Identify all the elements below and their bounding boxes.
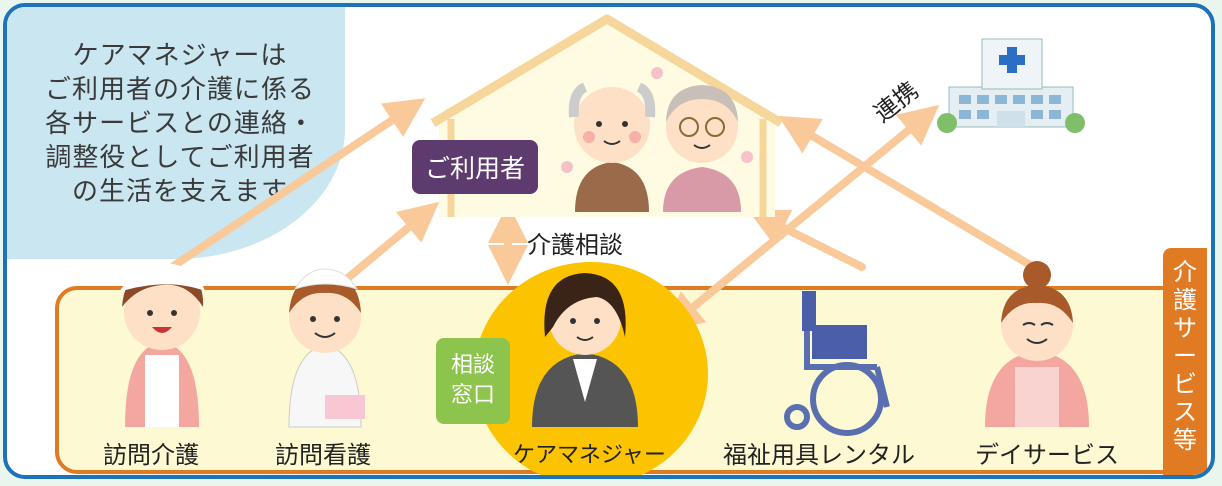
service-label-equipment-rental: 福祉用具レンタル xyxy=(723,441,915,469)
arrow-home-helper-to-user xyxy=(153,98,426,281)
day-service-staff-icon xyxy=(985,261,1089,427)
service-label-care-manager: ケアマネジャー xyxy=(513,443,666,468)
diagram-frame: ケアマネジャーは ご利用者の介護に係る 各サービスとの連絡・ 調整役としてご利用… xyxy=(3,3,1215,479)
info-bubble: ケアマネジャーは ご利用者の介護に係る 各サービスとの連絡・ 調整役としてご利用… xyxy=(7,7,345,259)
consultation-desk-tag: 相談 窓口 xyxy=(436,338,510,424)
info-bubble-text: ケアマネジャーは ご利用者の介護に係る 各サービスとの連絡・ 調整役としてご利用… xyxy=(44,41,315,207)
arrow-cooperation xyxy=(662,104,940,333)
care-manager-icon xyxy=(532,273,638,427)
wheelchair-icon xyxy=(784,291,890,436)
elderly-couple-icon xyxy=(568,82,741,212)
service-label-home-nursing: 訪問看護 xyxy=(275,441,371,469)
nurse-icon xyxy=(288,268,365,428)
arrows xyxy=(153,98,1041,333)
home-helper-icon xyxy=(119,263,205,427)
user-tag: ご利用者 xyxy=(412,140,538,194)
arrow-nurse-to-user xyxy=(333,201,440,291)
care-consultation-label: 介護相談 xyxy=(527,231,623,259)
hospital-icon xyxy=(937,38,1085,133)
service-label-day-service: デイサービス xyxy=(975,441,1119,469)
care-services-tab: 介護サービス等 xyxy=(1163,248,1207,475)
service-label-home-care: 訪問介護 xyxy=(103,441,199,469)
